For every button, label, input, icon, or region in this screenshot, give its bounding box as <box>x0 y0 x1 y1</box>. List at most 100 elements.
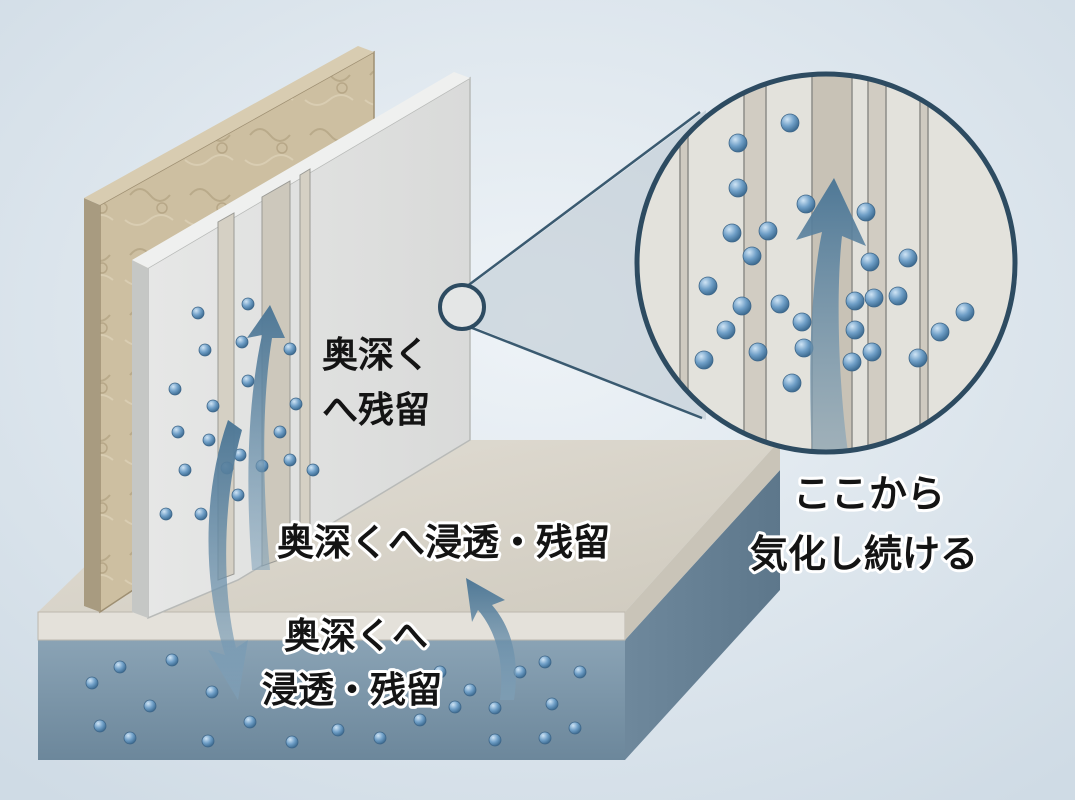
floor-base-label-line-2: 浸透・残留 <box>262 670 442 711</box>
vapor-particle-icon <box>113 660 127 674</box>
vapor-particle-icon <box>545 697 559 711</box>
vapor-particle-icon <box>898 248 918 268</box>
vapor-particle-icon <box>573 665 587 679</box>
vapor-particle-icon <box>171 425 185 439</box>
vapor-particle-icon <box>413 713 427 727</box>
vapor-particle-icon <box>159 507 173 521</box>
vapor-particle-icon <box>273 425 287 439</box>
vapor-particle-icon <box>194 507 208 521</box>
floor-surface-label: 奥深くへ浸透・残留 <box>277 521 610 564</box>
vapor-particle-icon <box>792 312 812 332</box>
vapor-particle-icon <box>845 291 865 311</box>
vapor-particle-icon <box>748 342 768 362</box>
vapor-particle-icon <box>143 699 157 713</box>
vapor-particle-icon <box>241 297 255 311</box>
vapor-particle-icon <box>862 342 882 362</box>
vapor-particle-icon <box>243 715 257 729</box>
vapor-particle-icon <box>235 335 249 349</box>
board-edge <box>132 260 148 618</box>
vapor-particle-icon <box>955 302 975 322</box>
vapor-particle-icon <box>191 306 205 320</box>
vapor-particle-icon <box>198 343 212 357</box>
vapor-particle-icon <box>538 655 552 669</box>
vapor-particle-icon <box>694 350 714 370</box>
vapor-particle-icon <box>742 246 762 266</box>
magnifier-lens-small <box>438 283 486 331</box>
magnifier-cone-edge <box>461 322 703 420</box>
vapor-particle-icon <box>306 463 320 477</box>
board-top <box>132 72 470 268</box>
magnifier-cone <box>462 110 706 420</box>
migration-arrow-icon <box>796 178 866 452</box>
migration-arrow-icon <box>466 578 516 700</box>
vapor-particle-icon <box>782 373 802 393</box>
floor-edge-side <box>625 440 780 640</box>
vapor-particle-icon <box>728 133 748 153</box>
zoom-caption-line-1: ここから <box>793 472 945 516</box>
vapor-particle-icon <box>930 322 950 342</box>
vapor-particle-icon <box>165 653 179 667</box>
migration-arrow-icon <box>208 420 248 700</box>
base-slab-side <box>625 470 780 760</box>
vapor-particle-icon <box>488 701 502 715</box>
vapor-particle-icon <box>231 488 245 502</box>
vapor-particle-icon <box>85 676 99 690</box>
wallpaper-edge <box>84 198 100 612</box>
vapor-particle-icon <box>178 463 192 477</box>
vapor-particle-icon <box>448 700 462 714</box>
vapor-particle-icon <box>433 665 447 679</box>
vapor-particle-icon <box>842 352 862 372</box>
vapor-particle-icon <box>796 194 816 214</box>
zoom-caption-line-2: 気化し続ける <box>750 532 978 576</box>
vapor-particle-icon <box>698 276 718 296</box>
vapor-particle-icon <box>722 223 742 243</box>
zoom-particles <box>694 113 975 393</box>
magnifier-lens-large <box>634 71 1018 455</box>
vapor-particle-icon <box>780 113 800 133</box>
migration-arrows <box>208 305 516 700</box>
vapor-particle-icon <box>568 721 582 735</box>
vapor-particle-icon <box>845 320 865 340</box>
vapor-particle-icon <box>860 252 880 272</box>
vapor-particle-icon <box>206 399 220 413</box>
vapor-particle-icon <box>205 685 219 699</box>
vapor-particle-icon <box>289 397 303 411</box>
magnifier-cone-edge <box>461 110 701 292</box>
base-slab <box>38 470 780 760</box>
zoom-detail <box>637 74 1015 452</box>
vapor-particle-icon <box>538 731 552 745</box>
vapor-particle-icon <box>123 731 137 745</box>
board-core-stripe <box>299 168 311 553</box>
migration-arrow-icon <box>247 305 285 570</box>
vapor-particle-icon <box>93 719 107 733</box>
vapor-particle-icon <box>285 735 299 749</box>
vapor-particle-icon <box>794 338 814 358</box>
floor-base-label-line-1: 奥深くへ <box>284 616 428 657</box>
wall-board-label-line-1: 奥深く <box>322 335 430 376</box>
vapor-particle-icon <box>888 286 908 306</box>
vapor-particle-icon <box>331 723 345 737</box>
vapor-particle-icon <box>732 296 752 316</box>
vapor-particle-icon <box>373 731 387 745</box>
vapor-particle-icon <box>488 733 502 747</box>
wall-board-label-line-2: へ残留 <box>322 390 430 431</box>
vapor-particle-icon <box>908 348 928 368</box>
vapor-particle-icon <box>283 453 297 467</box>
vapor-particle-icon <box>463 683 477 697</box>
vapor-particle-icon <box>201 734 215 748</box>
vapor-particle-icon <box>202 433 216 447</box>
zoom-stripe <box>679 74 689 452</box>
slab-particles <box>85 653 587 749</box>
base-slab-front <box>38 640 625 760</box>
vapor-particle-icon <box>241 374 255 388</box>
magnifier <box>438 71 1018 455</box>
vapor-particle-icon <box>716 320 736 340</box>
wallpaper-top <box>84 46 374 205</box>
vapor-particle-icon <box>864 288 884 308</box>
zoom-stripe <box>919 74 929 452</box>
vapor-particle-icon <box>728 178 748 198</box>
vapor-particle-icon <box>856 202 876 222</box>
vapor-particle-icon <box>283 342 297 356</box>
